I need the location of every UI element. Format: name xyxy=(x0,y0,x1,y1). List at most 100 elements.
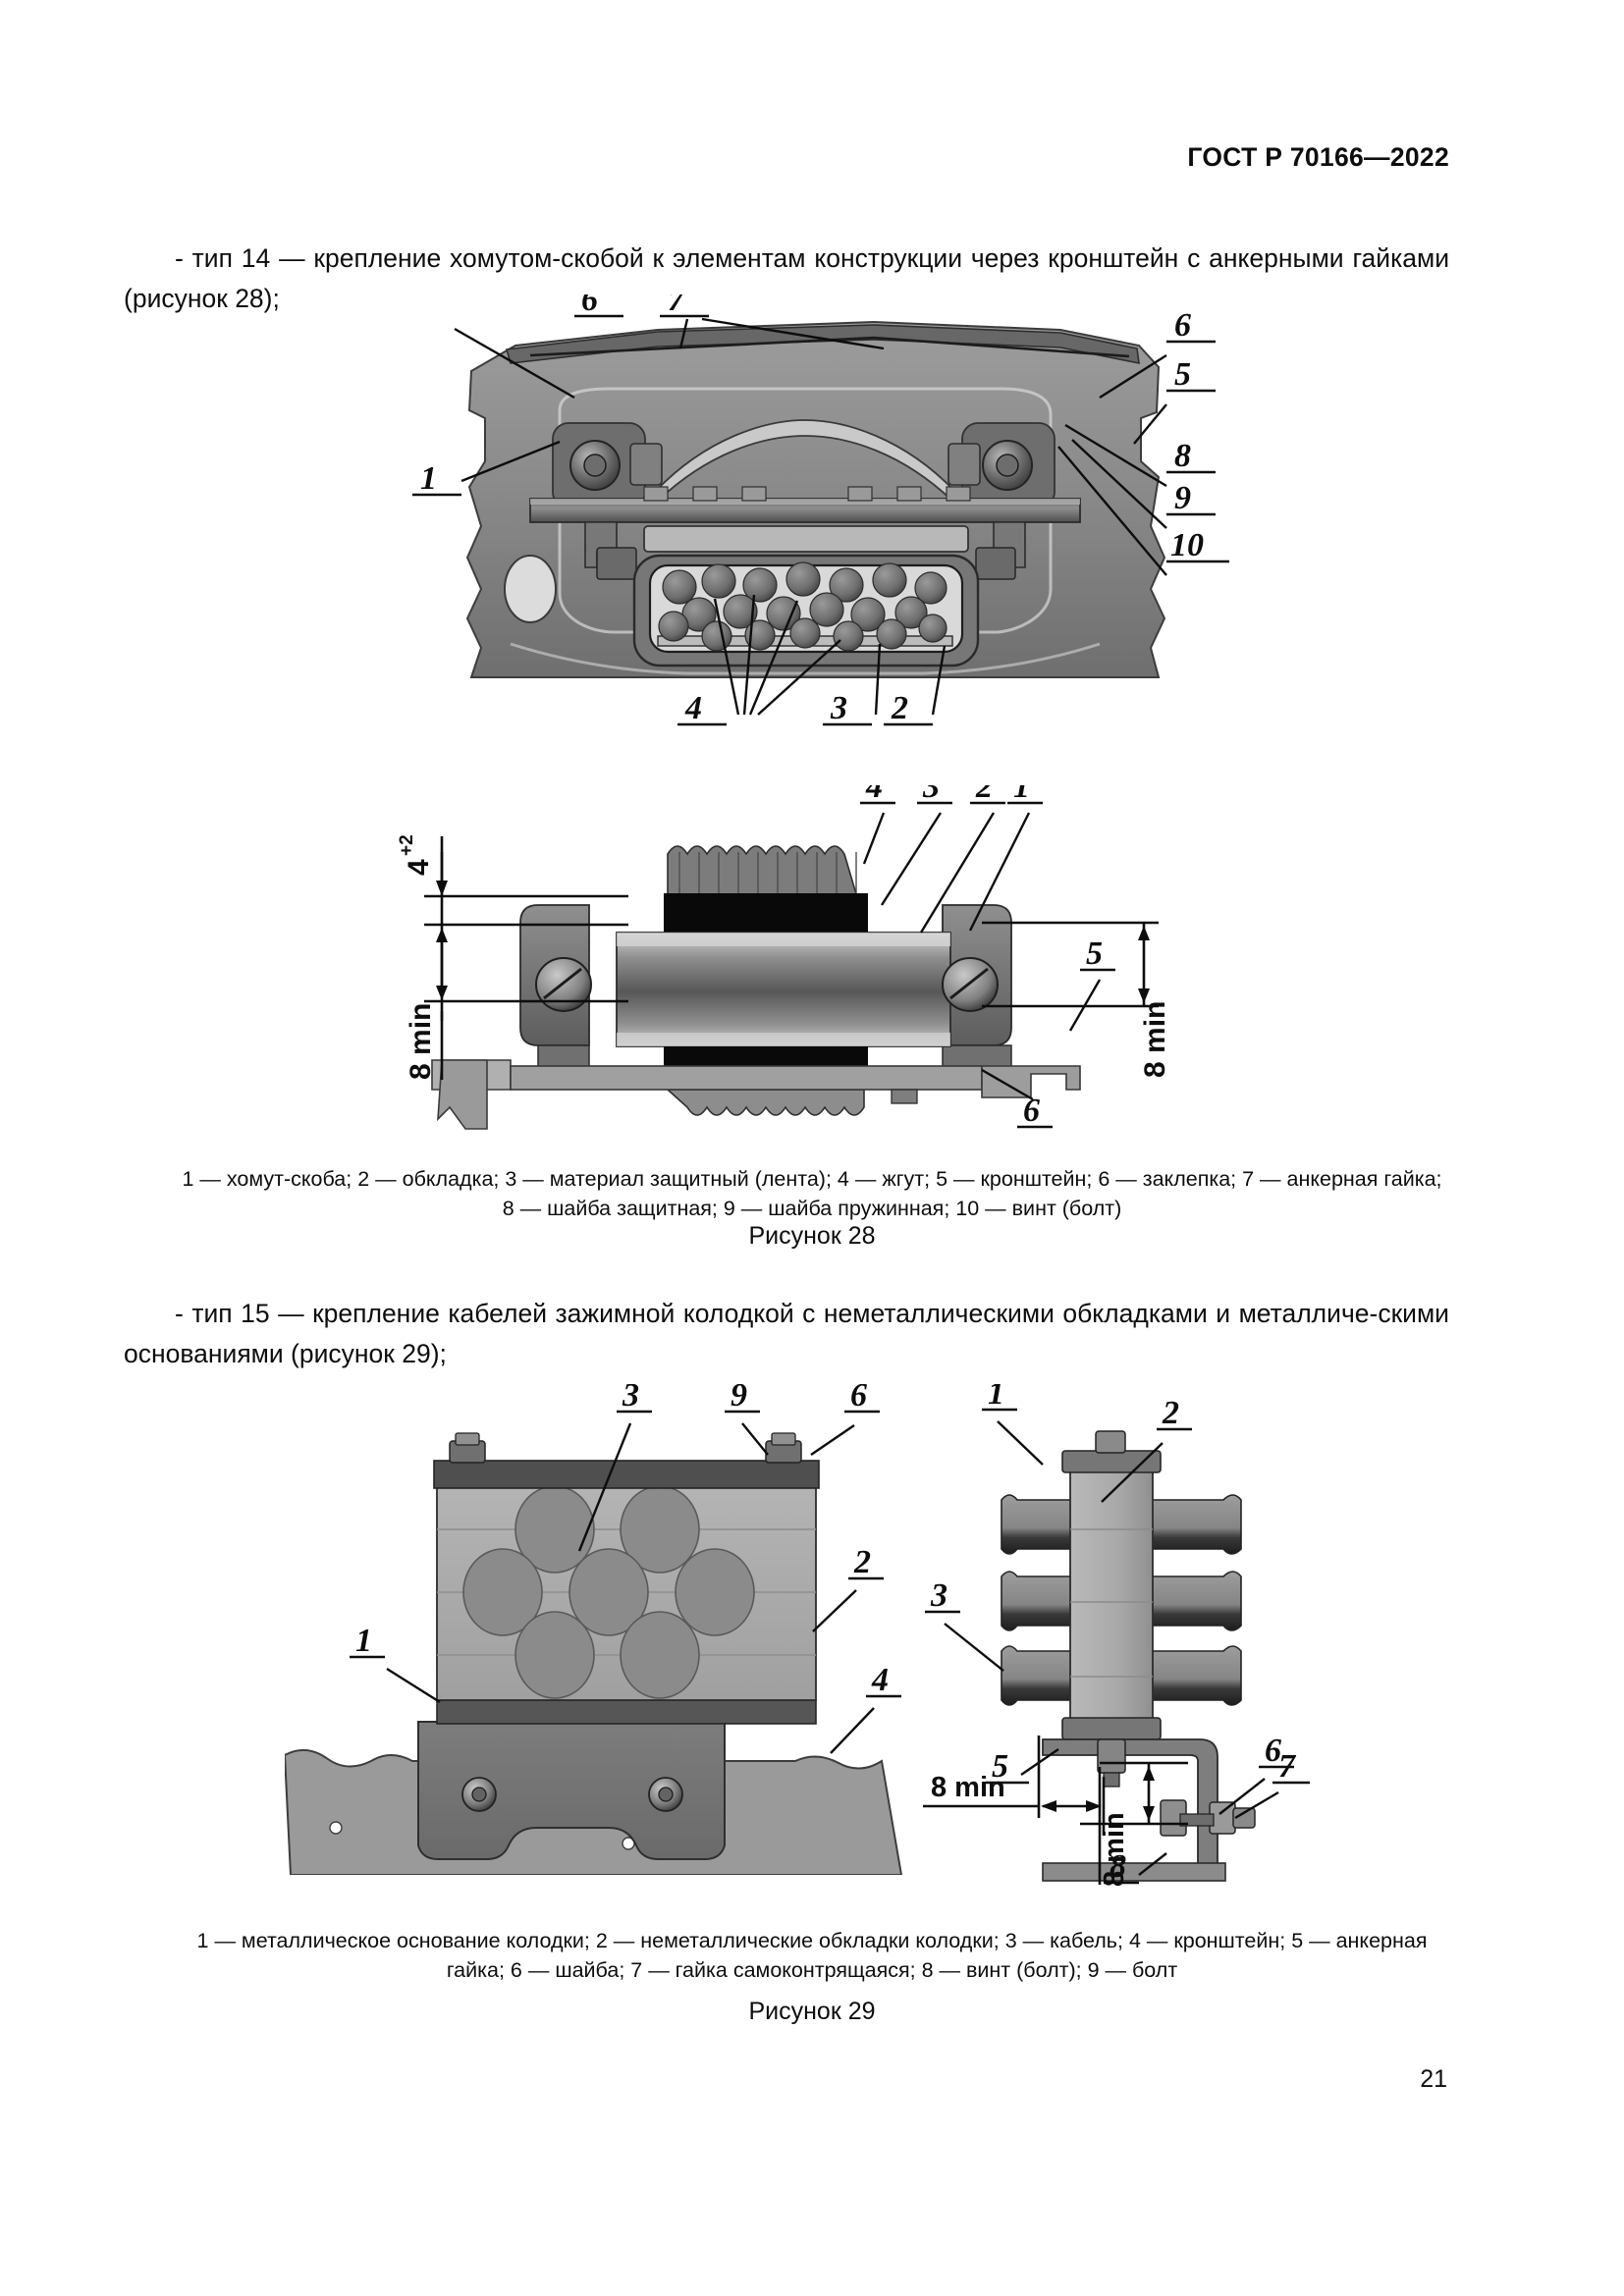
clamp-top-bolt xyxy=(1095,1430,1126,1454)
figure-28-top-callouts: 6 7 6 5 1 8 9 10 xyxy=(412,294,1229,576)
leader-side-4 xyxy=(862,812,886,865)
leader-6-left xyxy=(454,327,575,400)
callout-side-label-6: 6 xyxy=(1023,1093,1040,1129)
callout-29s-label-1: 1 xyxy=(988,1384,1004,1412)
callout-29-label-6: 6 xyxy=(850,1384,867,1414)
callout-side-label-5: 5 xyxy=(1086,935,1103,972)
bracket-foot xyxy=(1042,1862,1226,1882)
leader-29s-1 xyxy=(997,1420,1044,1466)
screw-left-slot xyxy=(543,967,582,1000)
leader-29-9 xyxy=(741,1422,769,1456)
bracket-bolt-left-core xyxy=(471,1787,487,1802)
figure-29-number-text: Рисунок 29 xyxy=(748,1998,876,2025)
rail-right-tail xyxy=(981,1065,1081,1098)
anchor-nut-left xyxy=(629,443,663,486)
figure-28-key-text-2: 8 — шайба защитная; 9 — шайба пружинная;… xyxy=(502,1197,1122,1220)
rivet-head-right-core xyxy=(996,454,1019,477)
leader-29s-3 xyxy=(944,1623,1004,1672)
bar-fastener xyxy=(692,486,718,502)
bar-fastener xyxy=(741,486,767,502)
dimension-29-8min-vertical: 8 min xyxy=(1099,1812,1130,1887)
dimension-arrowheads xyxy=(436,881,1150,1003)
leader-7-a xyxy=(678,318,689,349)
bar-fastener xyxy=(643,486,669,502)
structure-lightening-hole xyxy=(504,555,557,623)
bolt-8-shank xyxy=(1232,1807,1256,1829)
callout-label-6-right: 6 xyxy=(1174,307,1191,344)
leader-6-right xyxy=(1099,353,1167,400)
figure-29-side-view xyxy=(933,1384,1345,1885)
callout-label-9: 9 xyxy=(1174,480,1191,516)
cable-bore xyxy=(568,1548,649,1636)
clamp-band xyxy=(643,525,969,553)
bracket-bolt-right-core xyxy=(658,1787,674,1802)
document-header-standard-number: ГОСТ Р 70166—2022 xyxy=(1187,142,1449,172)
leader-4-a xyxy=(713,598,740,716)
callout-side-label-2: 2 xyxy=(975,785,993,805)
clamp-metal-cap-top xyxy=(433,1460,820,1489)
callout-side-label-3: 3 xyxy=(922,785,940,805)
callout-label-5: 5 xyxy=(1174,356,1191,393)
top-bolt-left-head xyxy=(455,1432,480,1446)
clamp-metal-base-bottom xyxy=(436,1699,817,1725)
figure-29-front-view xyxy=(285,1384,913,1875)
callout-29s-label-8: 8 xyxy=(1110,1848,1126,1885)
leader-side-6 xyxy=(981,1068,1034,1101)
bracket-flat-bar-highlight xyxy=(530,499,1080,505)
leader-side-1 xyxy=(968,812,1031,932)
clamp-core-hilite xyxy=(617,933,950,946)
figure-28-bottom-callouts: 4 3 2 xyxy=(677,594,947,726)
leader-4-b xyxy=(742,594,756,716)
screw-boss-left xyxy=(596,547,637,580)
dim29-arrowheads xyxy=(1041,1766,1155,1821)
paragraph-type-15: - тип 15 — крепление кабелей зажимной ко… xyxy=(124,1294,1449,1374)
leader-29s-2 xyxy=(1101,1442,1164,1503)
bolt-8-head xyxy=(1179,1813,1215,1827)
paragraph-type-14-text: - тип 14 — крепление хомутом-скобой к эл… xyxy=(124,243,1449,313)
callout-29s-label-6: 6 xyxy=(1265,1733,1281,1769)
cable-bore xyxy=(514,1611,595,1699)
structure-inner-recess xyxy=(558,387,1053,634)
figure-28-side-view xyxy=(393,795,1218,1139)
callout-label-10: 10 xyxy=(1170,527,1204,563)
figure-28-number-text: Рисунок 28 xyxy=(748,1222,876,1250)
wire-bundle xyxy=(658,561,947,652)
callout-label-1: 1 xyxy=(420,460,437,497)
figure-29-key-text-1: 1 — металлическое основание колодки; 2 —… xyxy=(196,1929,1428,1952)
figure-29-key-line-2: гайка; 6 — шайба; 7 — гайка самоконтряща… xyxy=(111,1955,1513,1985)
protective-tape-top xyxy=(664,893,868,933)
leader-side-2 xyxy=(919,812,996,934)
callout-29-label-4: 4 xyxy=(871,1662,889,1698)
callout-29-label-9: 9 xyxy=(731,1384,747,1414)
callout-29s-label-5: 5 xyxy=(992,1748,1008,1785)
page-number: 21 xyxy=(1420,2065,1447,2093)
figure-28-key-line-2: 8 — шайба защитная; 9 — шайба пружинная;… xyxy=(111,1194,1513,1223)
bar-fastener-group xyxy=(643,486,971,502)
callout-side-label-1: 1 xyxy=(1013,785,1030,805)
callout-29-label-1: 1 xyxy=(355,1623,372,1659)
structure-upper-edge-shadow xyxy=(529,336,1130,358)
leader-4-d xyxy=(757,639,841,716)
callout-label-7: 7 xyxy=(668,294,686,318)
figure-29-front-callouts: 3 9 6 2 1 4 xyxy=(350,1384,901,1754)
figure-28-side-callouts: 4 3 2 1 5 6 xyxy=(860,785,1115,1129)
callout-label-4: 4 xyxy=(684,690,702,726)
figure-29-key-line-1: 1 — металлическое основание колодки; 2 —… xyxy=(111,1926,1513,1955)
bar-fastener xyxy=(946,486,971,502)
bar-fastener xyxy=(847,486,873,502)
figure-29-number: Рисунок 29 xyxy=(0,1998,1624,2026)
cable-bore xyxy=(462,1548,543,1636)
figure-28-dimensions: 4 +2 8 min 8 min xyxy=(397,834,1171,1080)
dimension-8min-left: 8 min xyxy=(405,1003,437,1080)
callout-29s-label-7: 7 xyxy=(1278,1748,1297,1785)
top-bolt-right-head xyxy=(771,1432,796,1446)
callout-label-8: 8 xyxy=(1174,438,1191,474)
callout-29-label-3: 3 xyxy=(622,1384,639,1414)
harness-corrugated-bottom xyxy=(665,1089,865,1116)
clamp-core xyxy=(616,932,951,1047)
paragraph-type-14: - тип 14 — крепление хомутом-скобой к эл… xyxy=(124,239,1449,319)
leader-3 xyxy=(874,643,882,716)
leader-1 xyxy=(460,440,561,483)
panel-hole-left xyxy=(329,1821,343,1835)
leader-29s-6 xyxy=(1218,1778,1266,1815)
